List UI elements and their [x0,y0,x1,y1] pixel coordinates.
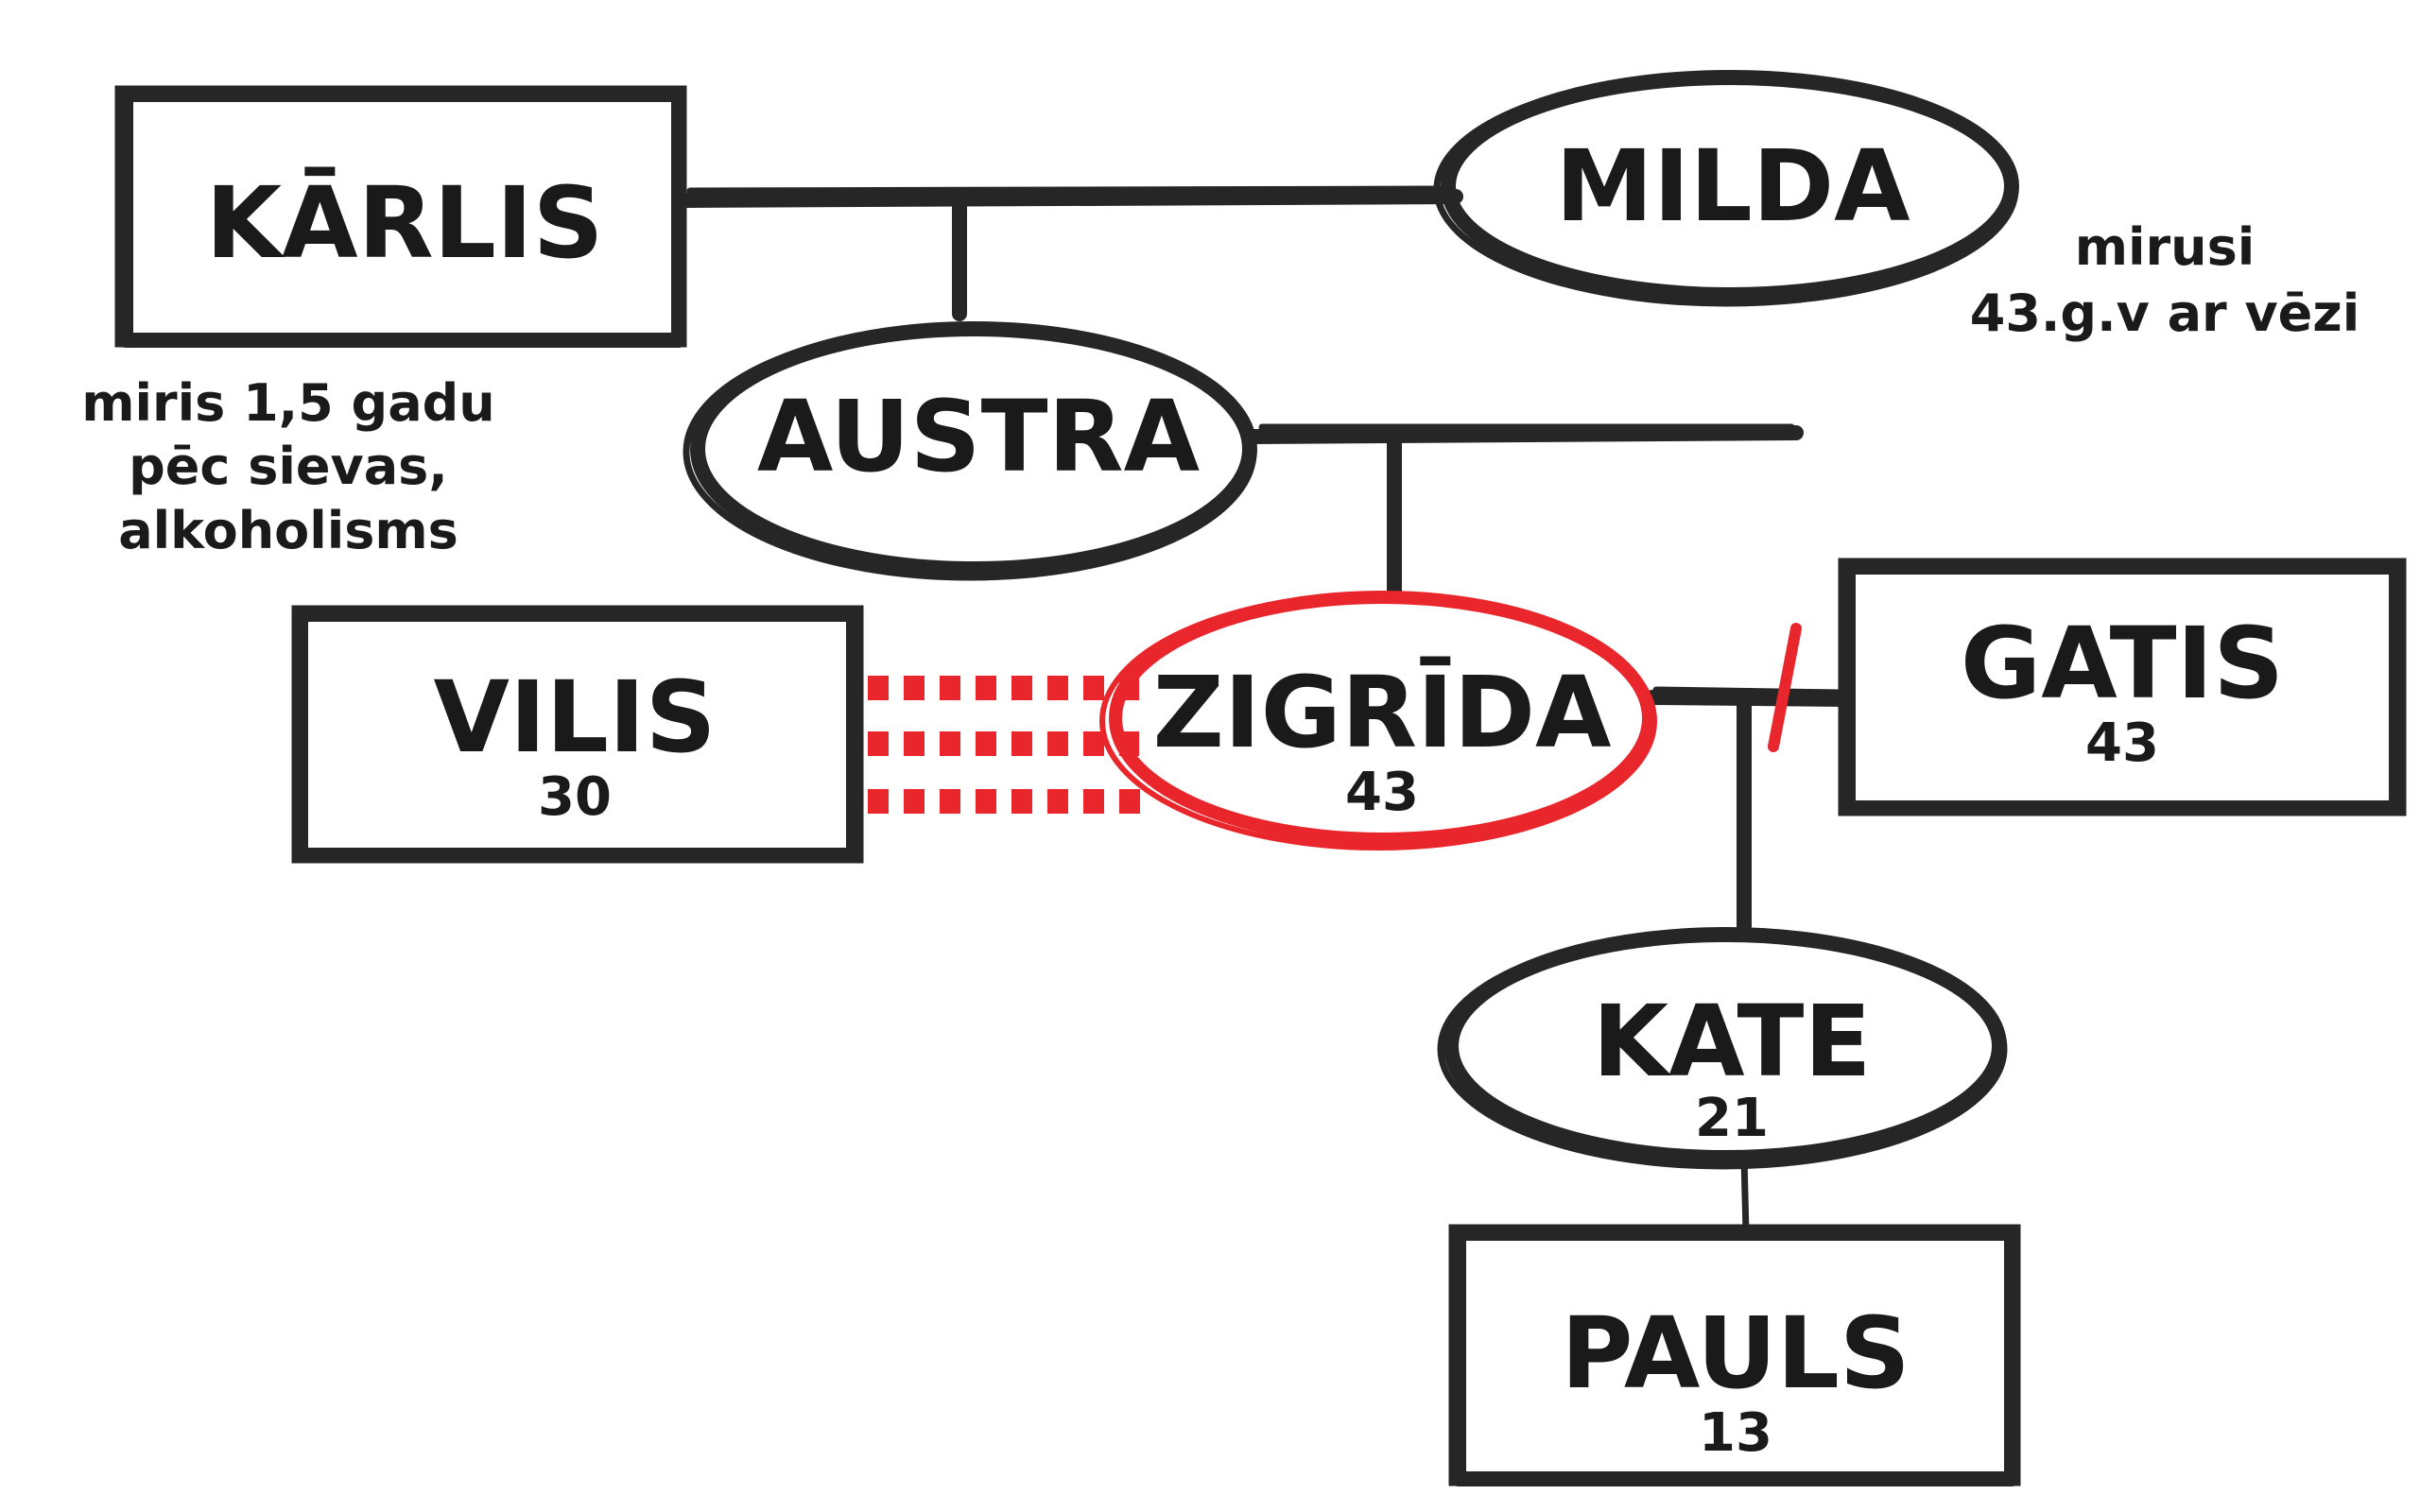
circle-shape-rough [1433,71,2019,307]
node-kate: KATE 21 [1437,927,2008,1170]
connectors [675,185,1856,1237]
person-name: MILDA [1555,129,1910,244]
person-name: KĀRLIS [205,165,603,281]
square-shape [1841,559,2404,816]
note-milda: mirusi 43.g.v ar vēzi [1970,217,2360,343]
node-pauls: PAULS 13 [1448,1224,2021,1486]
person-age: 13 [1699,1402,1772,1464]
note-line: alkoholisms [118,501,458,560]
square-shape-rough [1838,558,2407,816]
circle-shape-rough [1099,592,1657,850]
line-zigrida-gatis-rough [1652,686,1847,696]
note-line: pēc sievas, [129,437,448,496]
node-milda: MILDA [1433,70,2019,307]
person-age: 43 [2085,713,2159,774]
square-shape [293,607,861,863]
person-name: ZIGRĪDA [1152,655,1611,770]
circle-shape-rough [1437,928,2008,1170]
node-gatis: GATIS 43 [1838,558,2407,816]
square-shape [118,87,686,348]
square-shape [1451,1226,2019,1486]
person-age: 21 [1695,1088,1769,1149]
line-karlis-milda-rough [686,185,1456,195]
person-name: VILIS [433,660,716,775]
relationship-vilis-zigrida [868,676,1149,814]
divorce-slash [1768,623,1802,752]
person-name: PAULS [1561,1296,1910,1411]
note-karlis: miris 1,5 gadu pēc sievas, alkoholisms [81,373,495,560]
person-age: 30 [538,766,612,828]
note-line: 43.g.v ar vēzi [1970,284,2360,343]
node-vilis: VILIS 30 [291,605,864,864]
note-line: mirusi [2075,217,2256,277]
circle-shape-rough [683,322,1257,581]
line-austra-partner [1245,425,1804,444]
person-name: KATE [1593,984,1872,1099]
person-name: AUSTRA [757,379,1200,494]
person-age: 43 [1345,762,1419,823]
square-shape-rough [1448,1224,2021,1486]
square-shape-rough [291,605,864,864]
line-to-pauls [1740,1154,1750,1237]
note-line: miris 1,5 gadu [81,373,495,433]
line-karlis-milda [675,189,1463,208]
person-name: GATIS [1961,606,2284,721]
square-shape-rough [114,85,687,348]
node-zigrida: ZIGRĪDA 43 [1099,591,1657,850]
node-austra: AUSTRA [683,321,1257,581]
node-karlis: KĀRLIS [114,85,687,348]
